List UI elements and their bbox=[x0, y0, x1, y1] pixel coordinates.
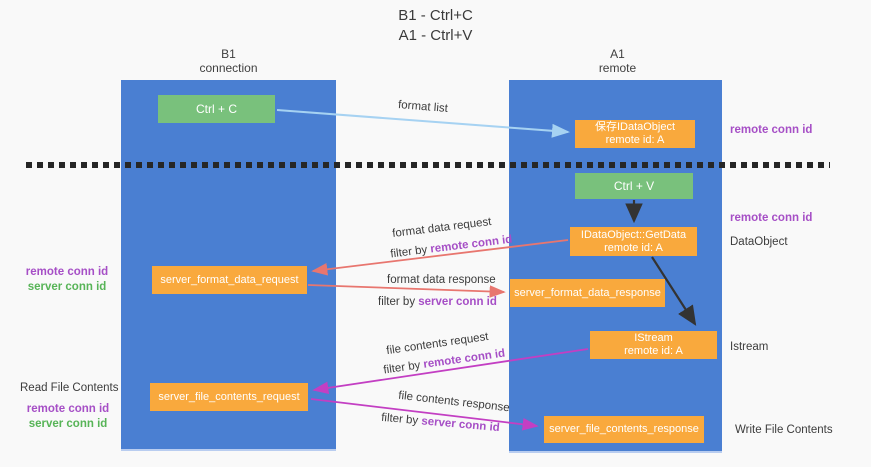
dataobject-annotation: DataObject bbox=[730, 236, 788, 248]
read-file-contents-annotation: Read File Contents remote conn id server… bbox=[20, 381, 119, 432]
filter-by-text: filter by bbox=[389, 243, 432, 261]
save-idataobject-line2: remote id: A bbox=[605, 134, 665, 146]
ctrl-v-label: Ctrl + V bbox=[613, 179, 655, 193]
right-column-role: remote bbox=[598, 61, 637, 75]
right-column-name: A1 bbox=[610, 47, 625, 61]
remote-conn-id-annotation-mid: remote conn id bbox=[730, 212, 813, 224]
left-column-role: connection bbox=[199, 61, 258, 75]
format-data-request-label: format data request bbox=[391, 215, 493, 241]
istream-box: IStream remote id: A bbox=[590, 331, 717, 359]
save-idataobject-box: 保存IDataObject remote id: A bbox=[575, 120, 695, 148]
server-format-data-request-label: server_format_data_request bbox=[160, 273, 299, 286]
copy-paste-separator-dashed-line bbox=[26, 162, 830, 168]
remote-conn-id-annotation-top: remote conn id bbox=[730, 124, 813, 136]
format-data-response-arrow bbox=[307, 284, 506, 298]
server-conn-id-annotation-bottom-left: server conn id bbox=[28, 418, 108, 430]
ctrl-v-box: Ctrl + V bbox=[575, 173, 693, 199]
ctrl-c-label: Ctrl + C bbox=[195, 102, 237, 116]
format-data-response-filter-label: filter by server conn id bbox=[378, 296, 497, 308]
remote-conn-id-annotation-bottom-left: remote conn id bbox=[26, 403, 110, 415]
format-list-label: format list bbox=[397, 99, 449, 115]
write-file-contents-annotation: Write File Contents bbox=[735, 424, 833, 436]
remote-conn-id-annotation-left: remote conn id bbox=[25, 266, 109, 278]
read-file-contents-label: Read File Contents bbox=[20, 382, 119, 394]
server-conn-id-text: server conn id bbox=[418, 296, 497, 308]
istream-line1: IStream bbox=[634, 332, 673, 344]
getdata-line1: IDataObject::GetData bbox=[580, 228, 687, 241]
getdata-line2: remote id: A bbox=[604, 241, 663, 254]
server-format-data-response-box: server_format_data_response bbox=[510, 279, 665, 307]
server-conn-id-text: server conn id bbox=[420, 415, 501, 435]
format-conn-ids-annotation: remote conn id server conn id bbox=[22, 265, 112, 295]
filter-by-text: filter by bbox=[382, 358, 425, 377]
file-contents-response-filter-label: filter by server conn id bbox=[381, 412, 500, 434]
server-format-data-request-box: server_format_data_request bbox=[152, 266, 307, 294]
title-line-2: A1 - Ctrl+V bbox=[398, 27, 473, 44]
server-file-contents-request-box: server_file_contents_request bbox=[150, 383, 308, 411]
remote-conn-id-text: remote conn id bbox=[422, 347, 506, 371]
server-format-data-response-label: server_format_data_response bbox=[514, 286, 661, 299]
left-column-header: B1 connection bbox=[146, 47, 311, 75]
ctrl-c-box: Ctrl + C bbox=[158, 95, 275, 123]
istream-annotation: Istream bbox=[730, 341, 769, 353]
filter-by-text: filter by bbox=[380, 411, 422, 428]
save-idataobject-line1: 保存IDataObject bbox=[594, 121, 676, 133]
format-data-response-label: format data response bbox=[387, 274, 496, 286]
server-file-contents-request-label: server_file_contents_request bbox=[158, 390, 300, 403]
left-column-name: B1 bbox=[221, 47, 236, 61]
title-line-1: B1 - Ctrl+C bbox=[398, 7, 473, 24]
server-file-contents-response-box: server_file_contents_response bbox=[544, 416, 704, 443]
server-file-contents-response-label: server_file_contents_response bbox=[549, 423, 699, 435]
filter-by-text: filter by bbox=[378, 296, 419, 308]
right-column-header: A1 remote bbox=[535, 47, 700, 75]
file-contents-response-label: file contents response bbox=[397, 389, 511, 415]
istream-line2: remote id: A bbox=[624, 345, 683, 357]
idataobject-getdata-box: IDataObject::GetData remote id: A bbox=[570, 227, 697, 256]
diagram-title: B1 - Ctrl+C A1 - Ctrl+V bbox=[0, 6, 871, 46]
remote-conn-id-text: remote conn id bbox=[429, 233, 513, 256]
server-conn-id-annotation-left: server conn id bbox=[27, 281, 107, 293]
